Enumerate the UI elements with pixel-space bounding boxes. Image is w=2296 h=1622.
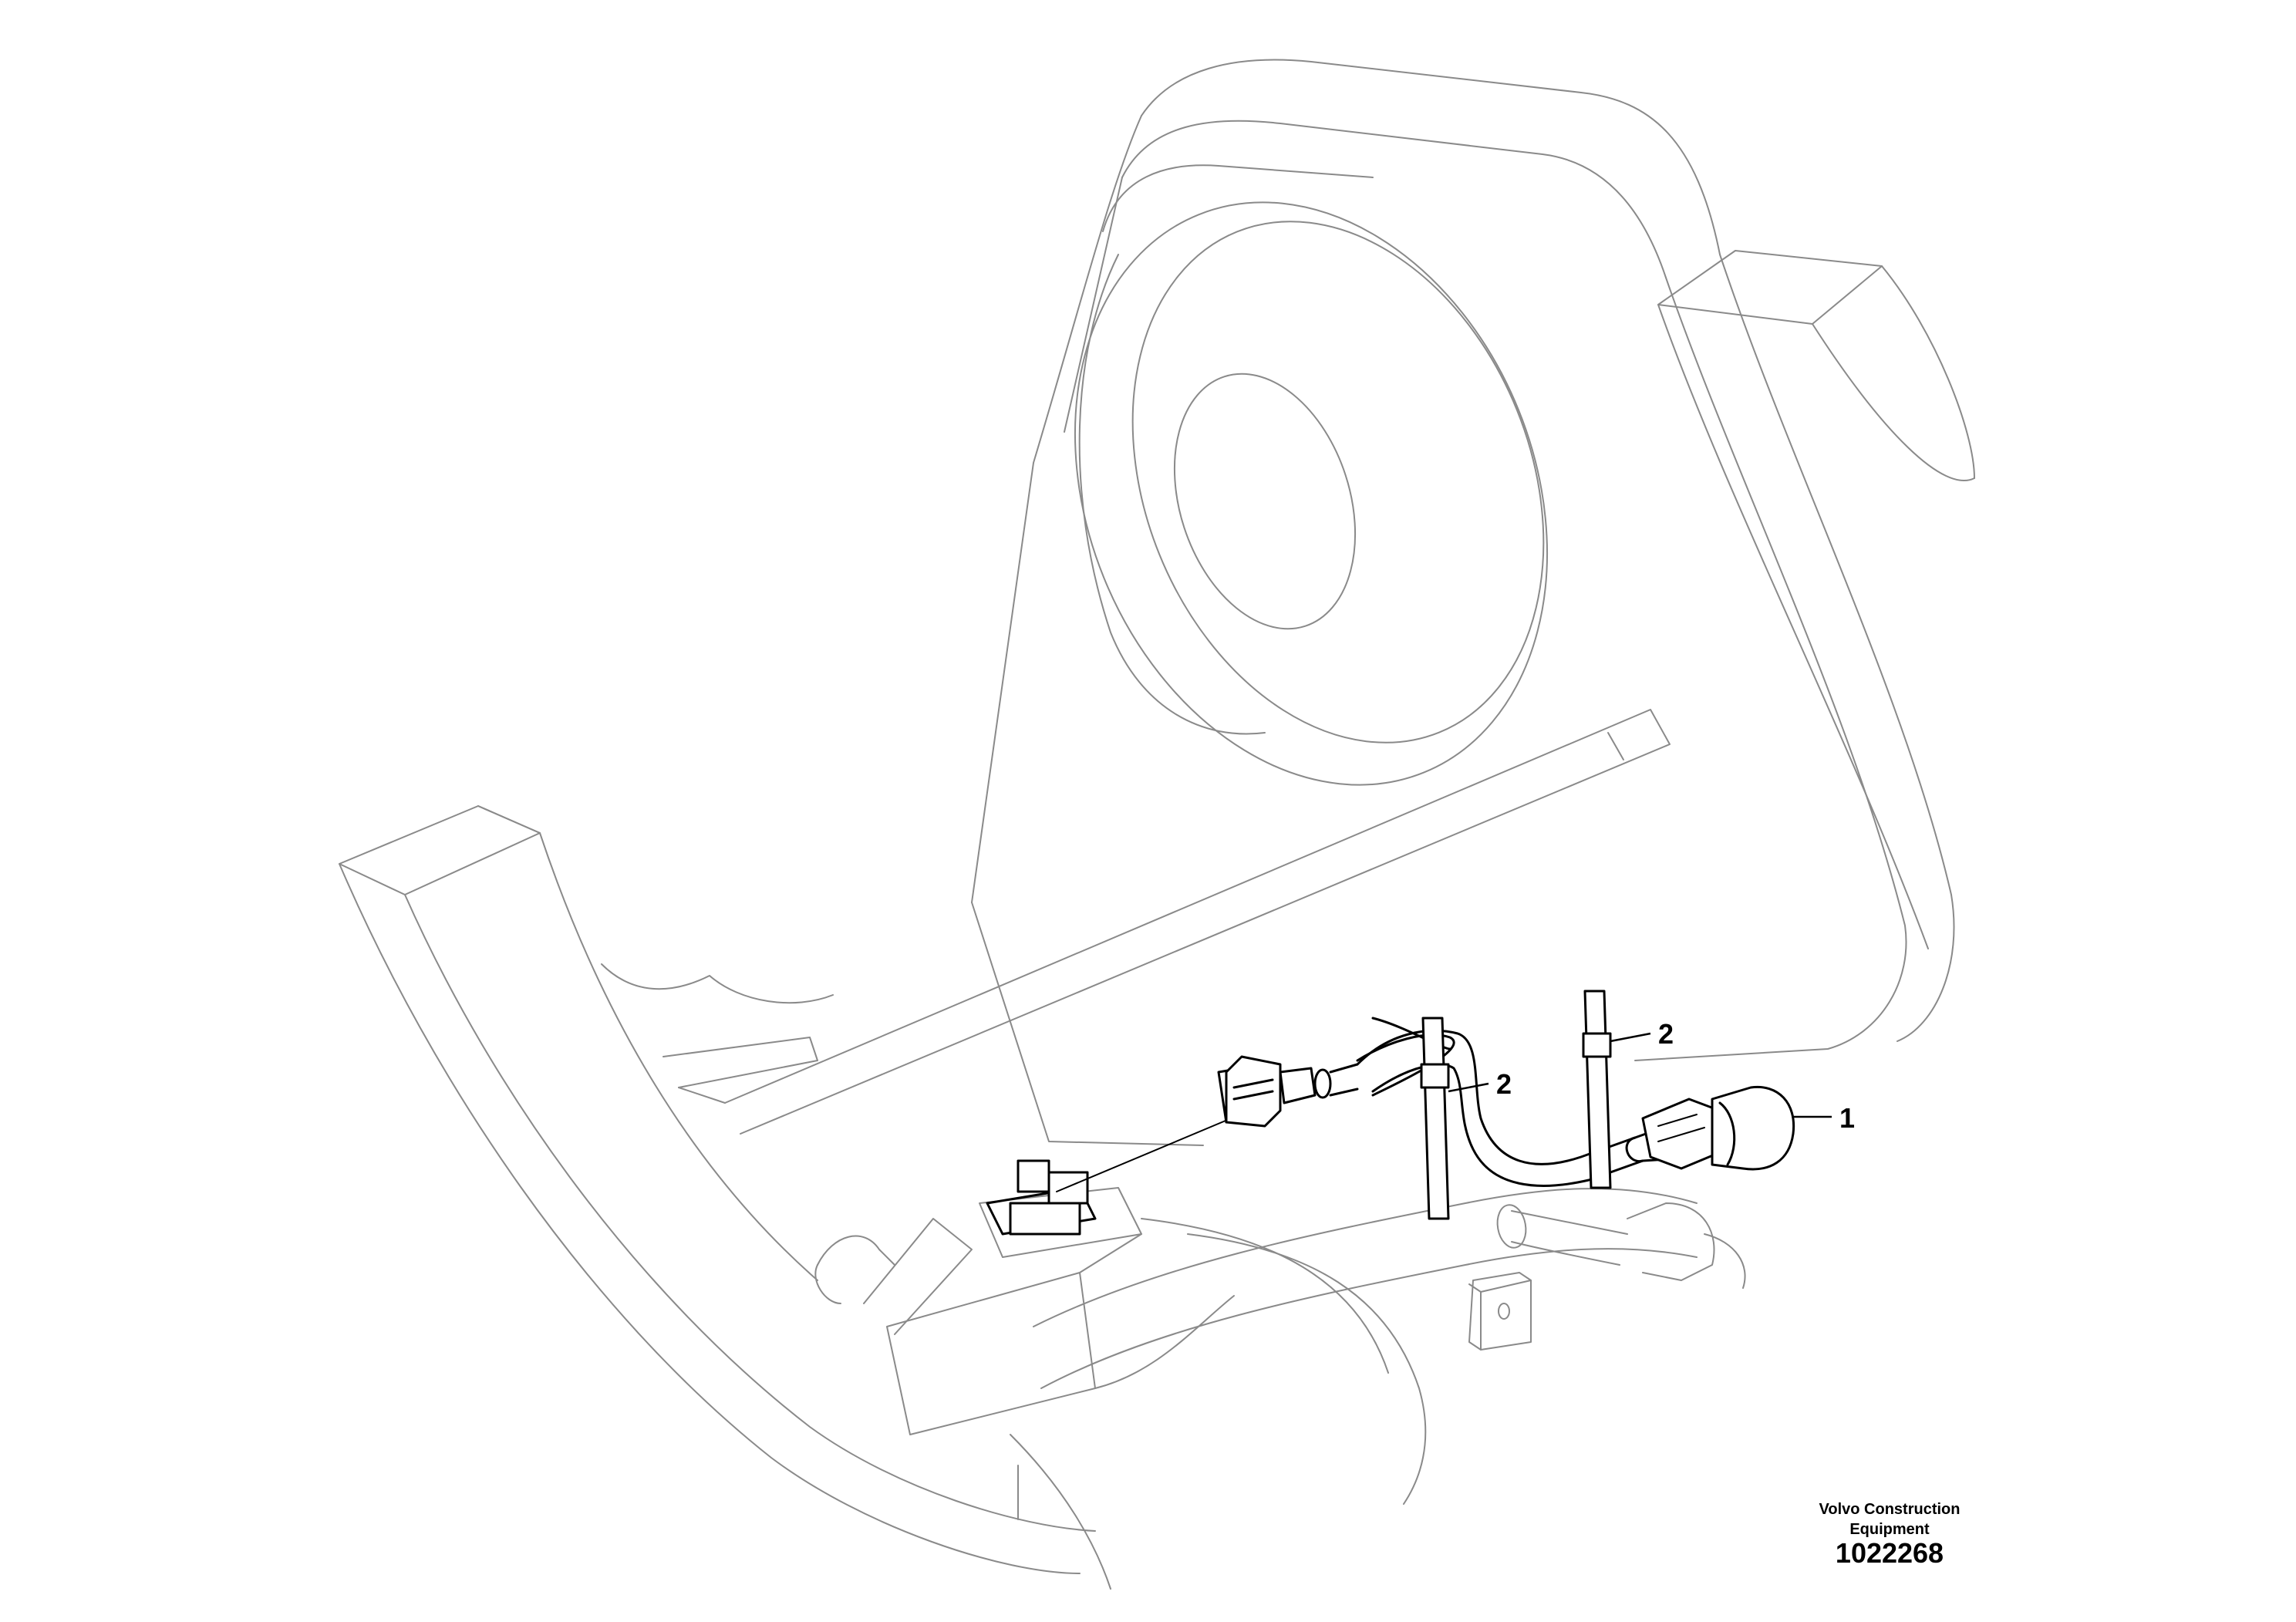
- leader-line-2a: [1448, 1082, 1489, 1093]
- small-block: [1468, 1272, 1532, 1351]
- callout-2a: 2: [1496, 1068, 1512, 1100]
- lug-bracket: [971, 59, 1955, 1146]
- diagonal-bar: [724, 709, 1671, 1135]
- publisher-line-2: Equipment: [1849, 1521, 1930, 1538]
- leader-line-2b: [1610, 1032, 1651, 1043]
- callout-2b: 2: [1658, 1018, 1674, 1050]
- sensor: [1641, 1085, 1795, 1171]
- cable-tie-2: [1582, 990, 1612, 1189]
- cable-tie-1: [1420, 1017, 1450, 1220]
- right-block: [1657, 250, 1975, 949]
- solenoid-valve: [986, 1159, 1097, 1236]
- callout-1: 1: [1839, 1102, 1855, 1134]
- hydraulic-hose: [1496, 1202, 1746, 1289]
- pin-boss: [1074, 201, 1549, 786]
- publisher-line-1: Volvo Construction: [1819, 1501, 1961, 1518]
- publisher-label: Volvo Construction Equipment: [1766, 1499, 2013, 1539]
- document-number: 1022268: [1835, 1537, 1944, 1569]
- valve-cylinder-assembly: [814, 1187, 1698, 1590]
- curved-frame: [339, 805, 1096, 1574]
